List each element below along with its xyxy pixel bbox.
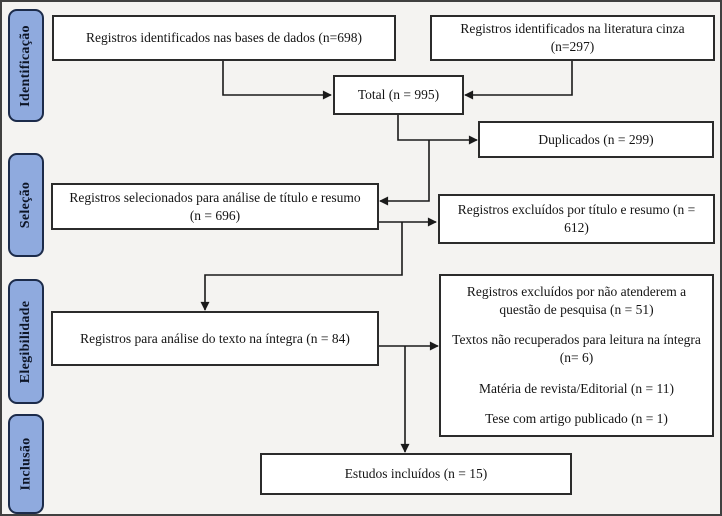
stage-selection: Seleção [8,153,44,257]
stage-eligibility-label: Elegibilidade [18,300,34,383]
exclusion-reason: Matéria de revista/Editorial (n = 11) [479,380,674,396]
exclusion-reason: Textos não recuperados para leitura na í… [452,332,701,365]
box-identified-gray-literature: Registros identificados na literatura ci… [430,15,715,61]
box-identified-databases-text: Registros identificados nas bases de dad… [85,30,363,46]
stage-identification: Identificação [8,9,44,122]
stage-inclusion: Inclusão [8,414,44,514]
exclusion-reason: Tese com artigo publicado (n = 1) [485,411,668,427]
connector-total-to-screening [379,140,430,206]
stage-selection-label: Seleção [18,181,34,229]
box-total: Total (n = 995) [333,75,464,115]
connector-total-to-duplicates [397,115,478,145]
connector-screening-to-fulltext [200,222,403,311]
stage-inclusion-label: Inclusão [18,437,34,491]
box-fulltext-analysis-text: Registros para análise do texto na ínteg… [80,330,350,346]
box-duplicates: Duplicados (n = 299) [478,121,714,158]
box-included-studies-text: Estudos incluídos (n = 15) [344,466,488,482]
stage-eligibility: Elegibilidade [8,279,44,404]
box-included-studies: Estudos incluídos (n = 15) [260,453,572,495]
connector-gray-literature-to-total [464,61,573,100]
box-screened-title-abstract: Registros selecionados para análise de t… [51,183,379,230]
box-excluded-title-abstract-text: Registros excluídos por título e resumo … [457,202,696,235]
box-total-text: Total (n = 995) [357,87,440,103]
box-exclusion-reasons: Registros excluídos por não atenderem a … [439,274,714,437]
box-screened-title-abstract-text: Registros selecionados para análise de t… [69,189,361,223]
exclusion-reason: Registros excluídos por não atenderem a … [466,284,687,317]
connector-databases-to-total [222,61,332,100]
box-identified-databases: Registros identificados nas bases de dad… [52,15,396,61]
box-excluded-title-abstract: Registros excluídos por título e resumo … [438,194,715,244]
box-identified-gray-literature-text: Registros identificados na literatura ci… [460,21,685,54]
stage-identification-label: Identificação [18,24,34,107]
box-fulltext-analysis: Registros para análise do texto na ínteg… [51,311,379,366]
box-duplicates-text: Duplicados (n = 299) [538,131,654,147]
